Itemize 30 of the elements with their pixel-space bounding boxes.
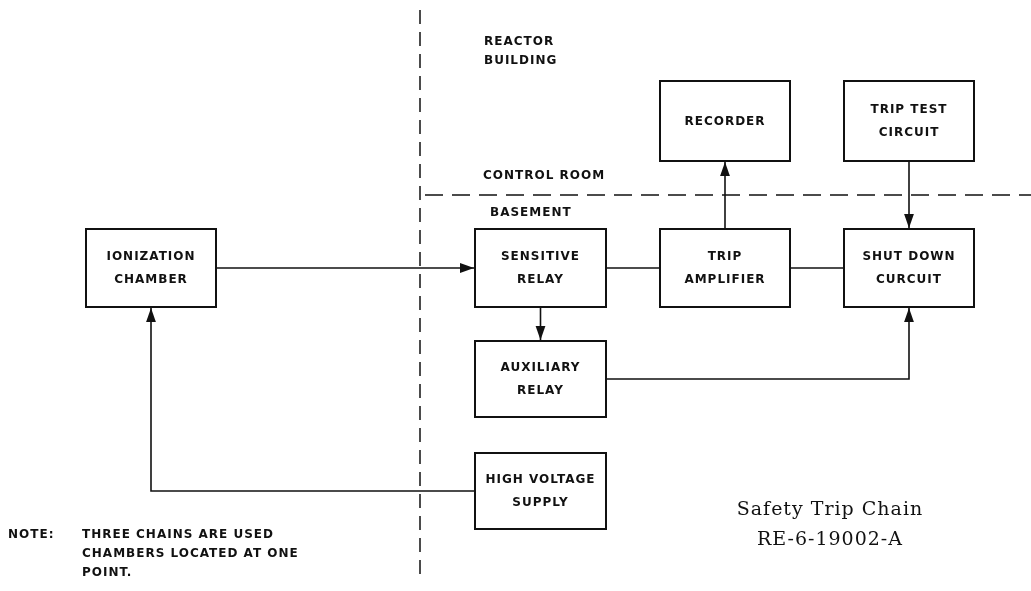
process-box [85, 228, 217, 308]
area-label: CONTROL ROOM [483, 167, 607, 184]
arrow [535, 307, 546, 341]
arrow [606, 307, 914, 380]
process-box [474, 340, 607, 418]
process-box [474, 228, 607, 308]
box-label: RECORDER [684, 112, 766, 130]
arrow [216, 263, 475, 273]
process-box [843, 228, 975, 308]
arrow [720, 161, 730, 229]
process-box [843, 80, 975, 162]
box-label: TRIP AMPLIFIER [683, 248, 767, 288]
note-text: THREE CHAINS ARE USED CHAMBERS LOCATED AT ONE POINT. [82, 526, 300, 582]
drawing-number: RE-6-19002-A [755, 527, 904, 549]
box-label: AUXILIARY RELAY [499, 359, 582, 399]
process-box [474, 452, 607, 530]
process-box [659, 228, 791, 308]
connector-line [790, 267, 844, 269]
box-label: HIGH VOLTAGE SUPPLY [484, 471, 597, 511]
area-label: REACTOR BUILDING [484, 33, 559, 70]
box-label: SENSITIVE RELAY [499, 248, 582, 288]
connector-line [606, 267, 660, 269]
diagram-title: Safety Trip Chain [735, 497, 925, 519]
box-label: TRIP TEST CIRCUIT [869, 101, 949, 141]
box-label: IONIZATION CHAMBER [105, 248, 197, 288]
area-label: BASEMENT [490, 204, 573, 221]
box-label: SHUT DOWN CURCUIT [861, 248, 957, 288]
process-box [659, 80, 791, 162]
arrow [146, 307, 475, 492]
arrow [904, 161, 914, 229]
